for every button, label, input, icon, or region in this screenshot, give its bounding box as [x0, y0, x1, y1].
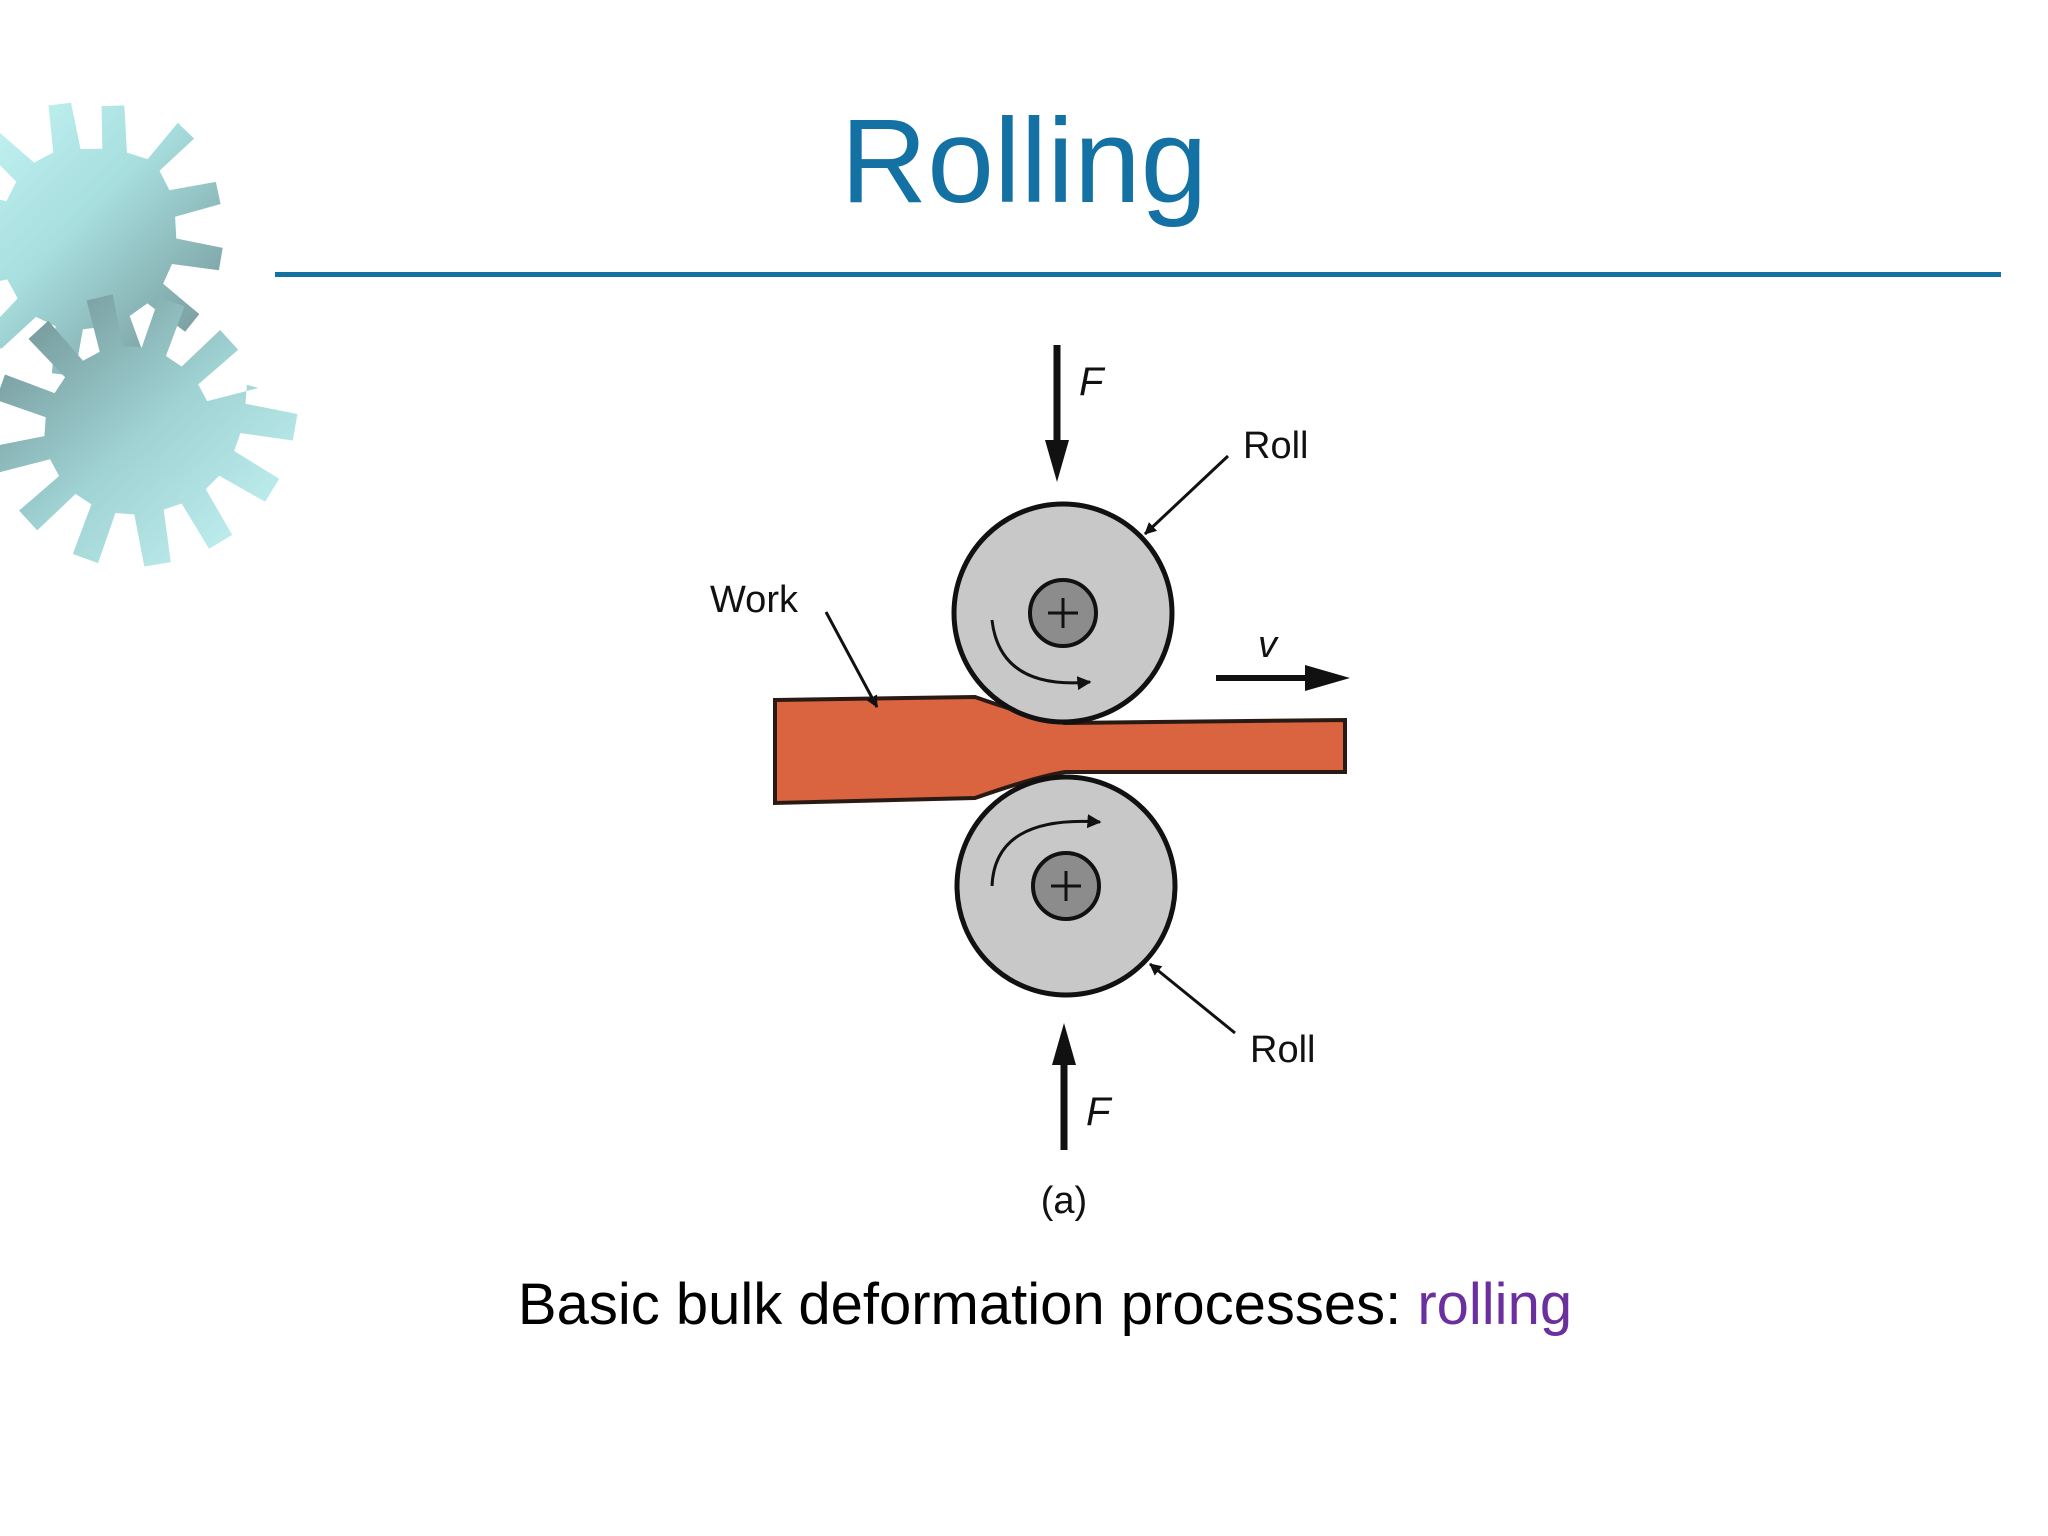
velocity-arrow-icon	[1216, 665, 1350, 691]
force-arrow-bottom-icon	[1052, 1023, 1076, 1150]
title-rule	[275, 272, 2001, 277]
slide-caption: Basic bulk deformation processes: rollin…	[0, 1270, 2048, 1340]
roll-label-top: Roll	[1243, 425, 1308, 467]
slide-title: Rolling	[840, 94, 1208, 228]
force-label-top: F	[1079, 360, 1106, 404]
work-pointer-icon	[824, 611, 879, 708]
force-label-bottom: F	[1086, 1090, 1113, 1134]
bottom-roll	[954, 774, 1178, 998]
rotation-arrow-top-icon	[990, 619, 1092, 691]
gear-bottom-icon	[0, 294, 298, 567]
gears-decoration	[0, 102, 298, 567]
top-roll	[951, 501, 1175, 725]
caption-text: Basic bulk deformation processes:	[517, 1272, 1418, 1337]
caption-highlight: rolling	[1417, 1272, 1573, 1337]
rotation-arrow-bottom-icon	[990, 814, 1102, 887]
roll-label-bottom: Roll	[1250, 1029, 1315, 1071]
force-arrow-top-icon	[1045, 345, 1069, 482]
roll-pointer-bottom-icon	[1149, 962, 1236, 1035]
velocity-label: v	[1258, 624, 1279, 666]
roll-pointer-top-icon	[1143, 454, 1230, 536]
figure-label: (a)	[1041, 1180, 1087, 1222]
work-label: Work	[710, 579, 799, 621]
